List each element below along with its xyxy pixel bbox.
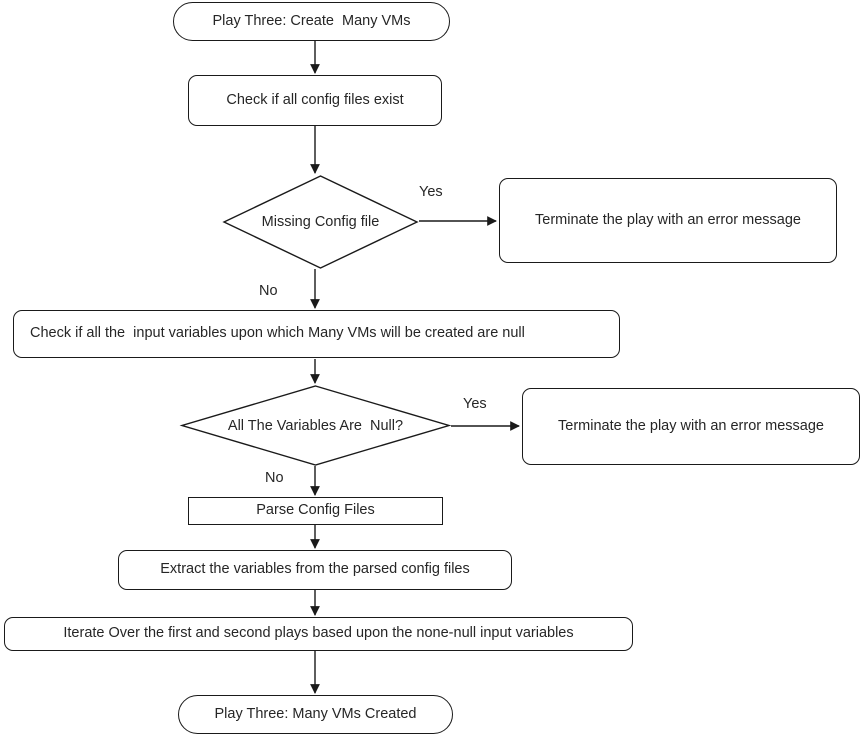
node-terminate-error-2[interactable]: Terminate the play with an error message bbox=[522, 388, 860, 465]
decision-missing-config-label: Missing Config file bbox=[261, 214, 380, 230]
node-terminate-error-1[interactable]: Terminate the play with an error message bbox=[499, 178, 837, 263]
node-decision-missing-config[interactable]: Missing Config file bbox=[223, 175, 418, 269]
edge-label-missing-config-no: No bbox=[259, 283, 278, 299]
decision-diamond-shape bbox=[182, 386, 449, 465]
decision-diamond-shape bbox=[224, 176, 417, 268]
decision-all-variables-null-label: All The Variables Are Null? bbox=[227, 417, 404, 434]
node-decision-all-variables-null[interactable]: All The Variables Are Null? bbox=[181, 385, 450, 466]
node-start-terminal[interactable]: Play Three: Create Many VMs bbox=[173, 2, 450, 41]
node-check-config-files[interactable]: Check if all config files exist bbox=[188, 75, 442, 126]
node-extract-variables[interactable]: Extract the variables from the parsed co… bbox=[118, 550, 512, 590]
node-end-terminal[interactable]: Play Three: Many VMs Created bbox=[178, 695, 453, 734]
edge-label-variables-null-yes: Yes bbox=[463, 396, 487, 412]
node-parse-config-files[interactable]: Parse Config Files bbox=[188, 497, 443, 525]
node-iterate-plays[interactable]: Iterate Over the first and second plays … bbox=[4, 617, 633, 651]
edge-label-variables-null-no: No bbox=[265, 470, 284, 486]
node-check-input-variables[interactable]: Check if all the input variables upon wh… bbox=[13, 310, 620, 358]
edge-label-missing-config-yes: Yes bbox=[419, 184, 443, 200]
